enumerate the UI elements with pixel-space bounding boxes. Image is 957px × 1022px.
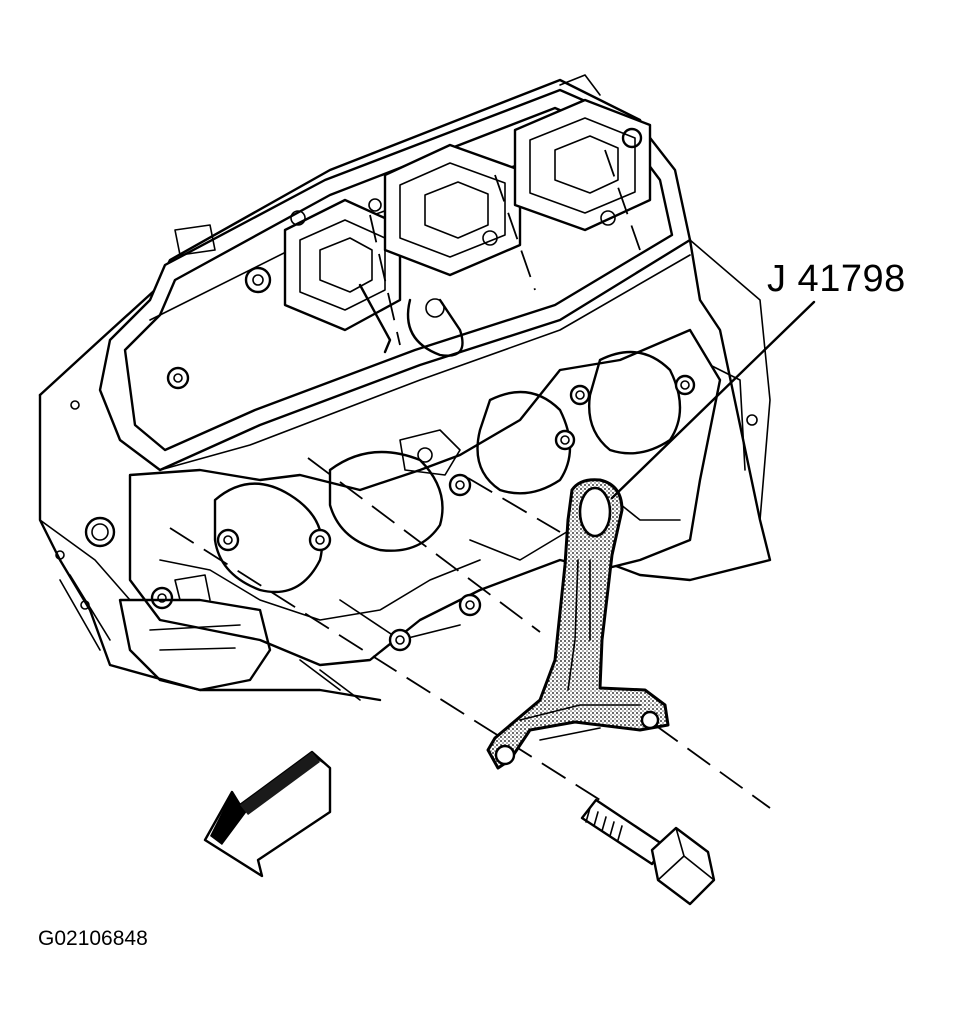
install-line-2 [307, 457, 541, 633]
front-direction-arrow-icon [203, 750, 332, 878]
centerline-coil-3 [604, 149, 641, 251]
figure-id-label: G02106848 [38, 927, 148, 950]
ignition-coil-3 [513, 74, 652, 232]
callout-leader [610, 300, 816, 500]
exhaust-manifold [128, 328, 722, 667]
centerline-coil-1 [369, 214, 401, 346]
special-tool-j41798 [486, 478, 670, 770]
ignition-coil-1 [283, 198, 402, 354]
mounting-bolt [580, 798, 716, 906]
lower-engine [118, 574, 361, 701]
install-line-3 [467, 477, 561, 533]
ignition-coil-2 [383, 143, 522, 357]
centerline-coil-2 [494, 174, 536, 291]
install-line-4 [654, 724, 771, 809]
tool-callout-label: J 41798 [767, 258, 906, 300]
manifold-fasteners [150, 374, 696, 652]
install-line-1 [169, 527, 601, 801]
